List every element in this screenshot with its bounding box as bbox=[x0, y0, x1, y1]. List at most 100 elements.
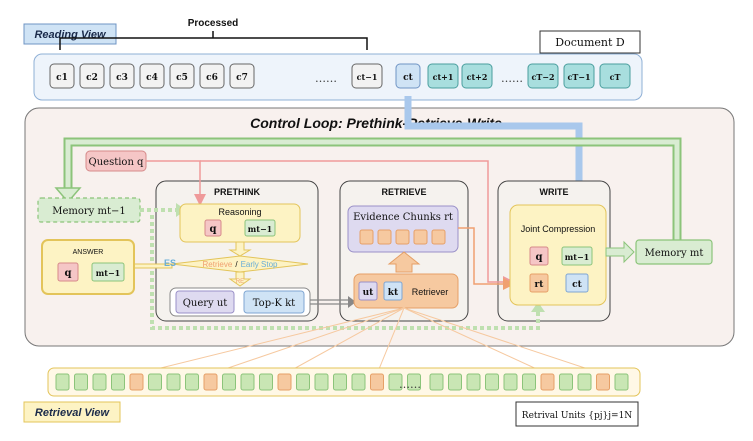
retrieval-lines bbox=[136, 307, 604, 375]
reading-chunk-last-processed-box bbox=[351, 63, 383, 89]
reading-chunk-tail-1-box bbox=[527, 63, 559, 89]
evidence-cell bbox=[395, 229, 410, 245]
reading-chunk-7-box bbox=[229, 63, 255, 89]
retrieval-units-tag: Retrival Units {pj}j=1N bbox=[515, 401, 639, 427]
retrieval-view-label: Retrieval View bbox=[35, 407, 111, 419]
decision-text: Retrieve/Early Stop bbox=[203, 260, 278, 269]
evidence-cell bbox=[359, 229, 374, 245]
retrieval-ellipsis: …… bbox=[399, 378, 421, 391]
retrieve-title: RETRIEVE bbox=[381, 187, 426, 197]
retrieval-unit bbox=[540, 373, 555, 391]
retrieval-unit bbox=[522, 373, 536, 391]
reading-ellipsis-1: …… bbox=[315, 72, 337, 85]
memory-new-label: Memory mt bbox=[645, 248, 704, 259]
retrieval-unit bbox=[148, 373, 162, 391]
retriever-u-label: ut bbox=[363, 288, 375, 298]
reasoning-q-label: q bbox=[210, 224, 217, 235]
retrieval-unit bbox=[74, 373, 88, 391]
retrieval-unit bbox=[370, 373, 384, 391]
retrieval-unit bbox=[466, 373, 481, 391]
retrieval-unit bbox=[203, 373, 218, 391]
reading-chunk-4-label: c4 bbox=[146, 73, 158, 83]
retrieval-unit bbox=[448, 373, 462, 391]
retrieval-unit bbox=[277, 373, 292, 391]
question-label: Question q bbox=[89, 157, 145, 168]
memory-prev-label: Memory mt−1 bbox=[52, 206, 126, 217]
reading-chunk-6-box bbox=[199, 63, 225, 89]
retriever-k-label: kt bbox=[388, 288, 399, 298]
reading-chunk-tail-2-label: cT−1 bbox=[567, 72, 590, 82]
reading-chunk-2-box bbox=[79, 63, 105, 89]
evidence-cells bbox=[359, 229, 446, 245]
retrieval-unit bbox=[111, 373, 125, 391]
retrieval-unit bbox=[55, 373, 70, 391]
evidence-to-write-arrow bbox=[458, 227, 515, 290]
retrieval-view-tag: Retrieval View bbox=[23, 401, 121, 423]
retrieval-unit bbox=[296, 373, 310, 391]
joint-compression-label: Joint Compression bbox=[521, 224, 596, 234]
re-down-arrow bbox=[228, 271, 252, 287]
retrieval-unit bbox=[166, 373, 181, 391]
reading-chunk-4-box bbox=[139, 63, 165, 89]
decision-diamond bbox=[171, 255, 309, 273]
decision-early-stop: Early Stop bbox=[241, 260, 278, 269]
document-tag: Document D bbox=[539, 30, 641, 54]
retrieval-unit bbox=[577, 373, 592, 391]
reading-ellipsis-2: …… bbox=[501, 72, 523, 85]
retrieval-unit bbox=[485, 373, 499, 391]
reading-chunk-tail-1-label: cT−2 bbox=[531, 72, 554, 82]
query-box bbox=[175, 290, 235, 314]
reading-chunk-future-2-label: ct+2 bbox=[467, 72, 488, 82]
reading-chunk-6-label: c6 bbox=[206, 73, 218, 83]
retrieval-unit bbox=[222, 373, 236, 391]
answer-m-label: mt−1 bbox=[96, 268, 120, 278]
decision-down-arrow bbox=[228, 241, 252, 257]
reading-chunk-tail-2-box bbox=[563, 63, 595, 89]
reading-chunk-future-1-box bbox=[427, 63, 459, 89]
retriever-label: Retriever bbox=[412, 287, 449, 297]
memory-new-box bbox=[635, 239, 713, 265]
reading-chunk-last-processed-label: ct−1 bbox=[357, 72, 378, 82]
decision-retrieve: Retrieve bbox=[203, 260, 233, 269]
topk-box bbox=[243, 290, 305, 314]
es-label: ES bbox=[164, 258, 176, 268]
reading-chunk-5-label: c5 bbox=[176, 73, 188, 83]
reading-chunk-3-box bbox=[109, 63, 135, 89]
memory-feedback-loop-inner bbox=[65, 139, 680, 240]
reasoning-q-box bbox=[204, 219, 222, 237]
write-q-box bbox=[529, 246, 549, 266]
evidence-cell bbox=[431, 229, 446, 245]
reading-chunk-1-label: c1 bbox=[56, 73, 68, 83]
retriever-u-box bbox=[358, 281, 378, 301]
query-to-retriever-arrow bbox=[310, 299, 350, 305]
write-m-label: mt−1 bbox=[565, 252, 589, 262]
retrieval-unit bbox=[129, 373, 144, 391]
retrieval-unit bbox=[185, 373, 199, 391]
retrieval-link bbox=[376, 307, 405, 375]
answer-q-box bbox=[57, 262, 79, 282]
retrieval-link bbox=[136, 307, 405, 375]
retrieval-unit bbox=[596, 373, 610, 391]
retrieval-unit bbox=[259, 373, 273, 391]
retrieval-unit bbox=[614, 373, 629, 391]
write-c-label: ct bbox=[572, 280, 582, 290]
reading-chunk-future-2-box bbox=[461, 63, 493, 89]
reading-chunk-5-box bbox=[169, 63, 195, 89]
reading-chunk-2-label: c2 bbox=[86, 73, 98, 83]
prethink-title: PRETHINK bbox=[214, 187, 261, 197]
evidence-label: Evidence Chunks rt bbox=[353, 212, 453, 223]
retrieval-link bbox=[210, 307, 405, 375]
retrieval-unit bbox=[503, 373, 518, 391]
answer-m-box bbox=[91, 262, 125, 282]
reading-chunk-1-box bbox=[49, 63, 75, 89]
reading-view-tag: Reading View bbox=[23, 23, 117, 45]
write-to-memory-arrow bbox=[605, 240, 635, 264]
write-q-label: q bbox=[536, 252, 543, 263]
reasoning-m-box bbox=[244, 219, 276, 237]
re-label: RE bbox=[236, 279, 244, 285]
retrieval-unit bbox=[407, 373, 421, 391]
reading-chunk-7-label: c7 bbox=[236, 73, 248, 83]
memory-feedback-arrowhead bbox=[54, 187, 82, 204]
retrieval-units-label: Retrival Units {pj}j=1N bbox=[522, 411, 633, 421]
